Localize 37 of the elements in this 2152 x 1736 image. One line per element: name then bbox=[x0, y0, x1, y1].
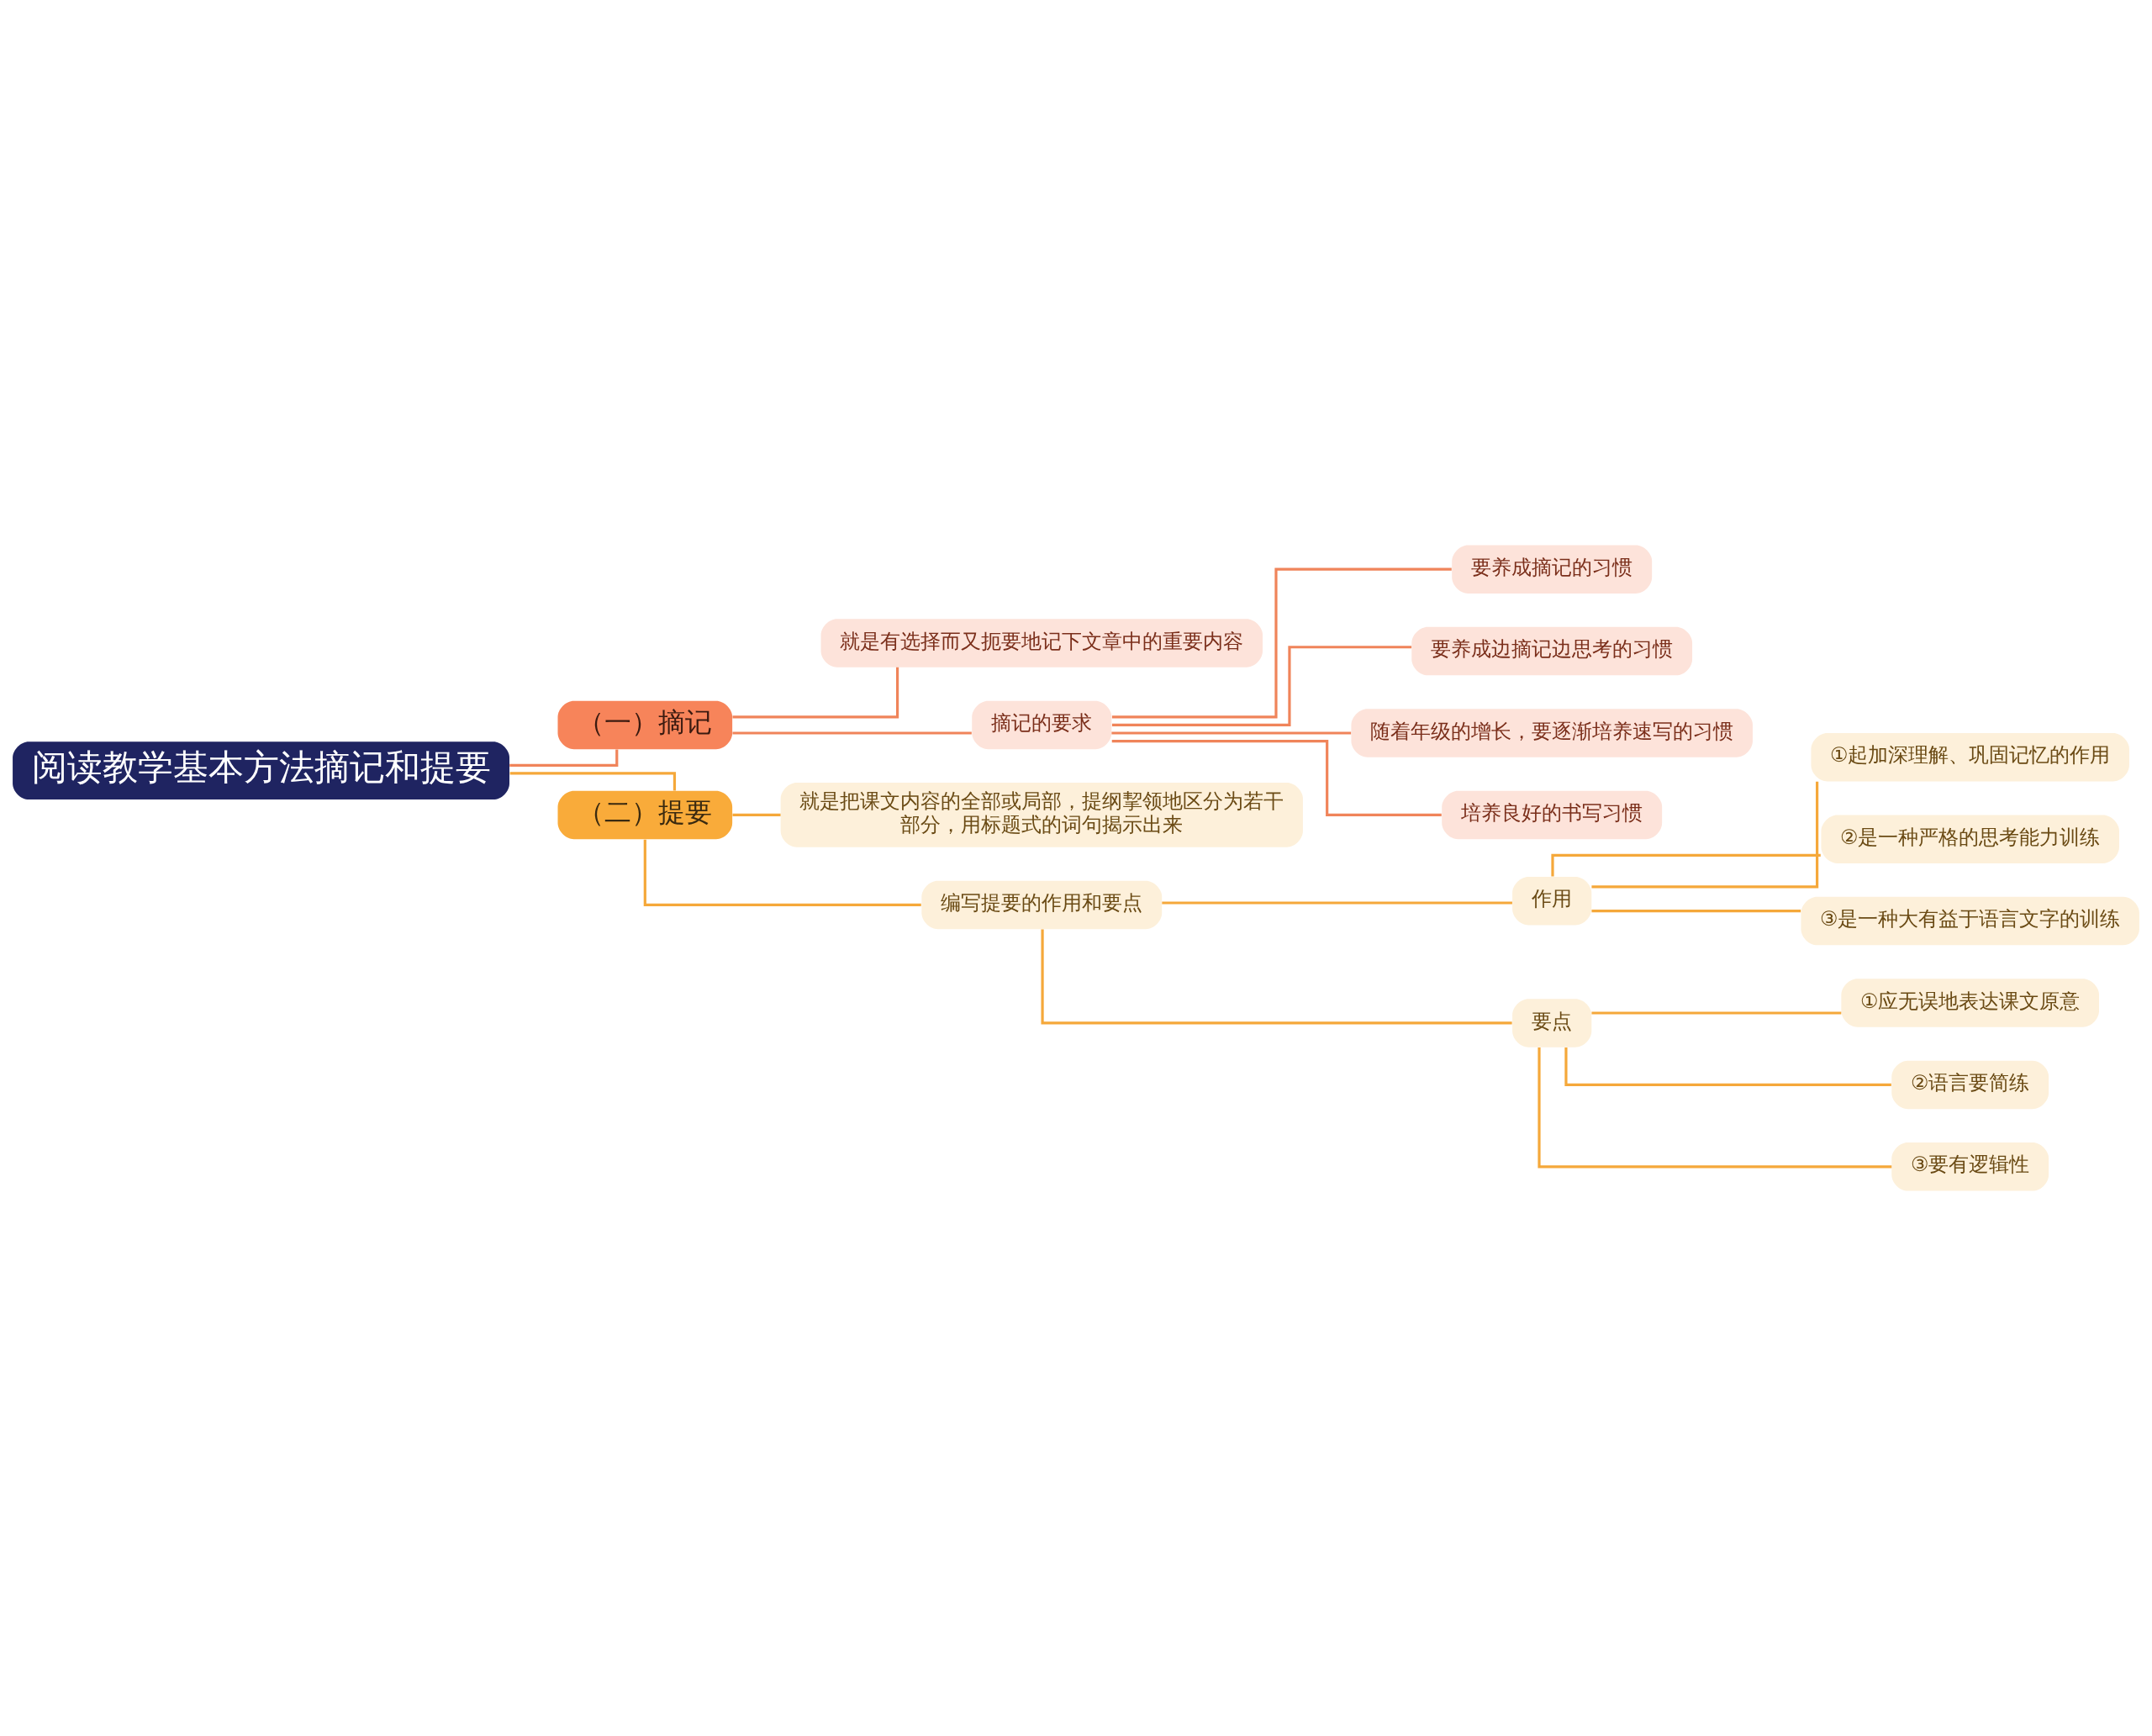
node-box: 就是有选择而又扼要地记下文章中的重要内容 bbox=[820, 619, 1263, 667]
node-box: （一）摘记 bbox=[557, 700, 733, 750]
node-box: ①应无误地表达课文原意 bbox=[1841, 979, 2099, 1027]
node-box: 就是把课文内容的全部或局部，提纲挈领地区分为若干部分，用标题式的词句揭示出来 bbox=[780, 783, 1303, 847]
node-box: ③要有逻辑性 bbox=[1891, 1142, 2049, 1191]
node-box: ①起加深理解、巩固记忆的作用 bbox=[1811, 733, 2129, 782]
connector bbox=[1591, 1011, 1842, 1015]
connector bbox=[509, 749, 619, 767]
connector bbox=[1111, 646, 1412, 726]
node-box: ②语言要简练 bbox=[1891, 1060, 2049, 1110]
connector bbox=[509, 772, 677, 791]
connector bbox=[732, 813, 781, 816]
node-box: 编写提要的作用和要点 bbox=[921, 880, 1163, 930]
node-box: 阅读教学基本方法摘记和提要 bbox=[13, 741, 509, 800]
node-box: ③是一种大有益于语言文字的训练 bbox=[1801, 896, 2139, 946]
node-box: 要点 bbox=[1512, 999, 1592, 1047]
node-box: 作用 bbox=[1512, 876, 1592, 926]
connector bbox=[643, 839, 921, 906]
connector bbox=[1564, 1047, 1891, 1087]
connector bbox=[1162, 901, 1512, 905]
connector bbox=[1111, 731, 1352, 735]
connector bbox=[732, 731, 972, 735]
node-box: 培养良好的书写习惯 bbox=[1442, 790, 1663, 840]
connector bbox=[1041, 929, 1512, 1025]
connector bbox=[1538, 1047, 1892, 1169]
connector bbox=[1111, 567, 1452, 719]
node-box: （二）提要 bbox=[557, 790, 733, 840]
node-box: 要养成边摘记边思考的习惯 bbox=[1411, 626, 1693, 676]
node-box: 随着年级的增长，要逐渐培养速写的习惯 bbox=[1351, 709, 1753, 757]
connector bbox=[1591, 781, 1819, 889]
node-box: 要养成摘记的习惯 bbox=[1452, 545, 1653, 594]
connector bbox=[732, 667, 899, 719]
connector bbox=[1591, 910, 1801, 913]
connector bbox=[1111, 739, 1442, 816]
connector bbox=[1551, 853, 1821, 877]
node-box: ②是一种严格的思考能力训练 bbox=[1821, 815, 2119, 863]
node-box: 摘记的要求 bbox=[972, 700, 1112, 750]
